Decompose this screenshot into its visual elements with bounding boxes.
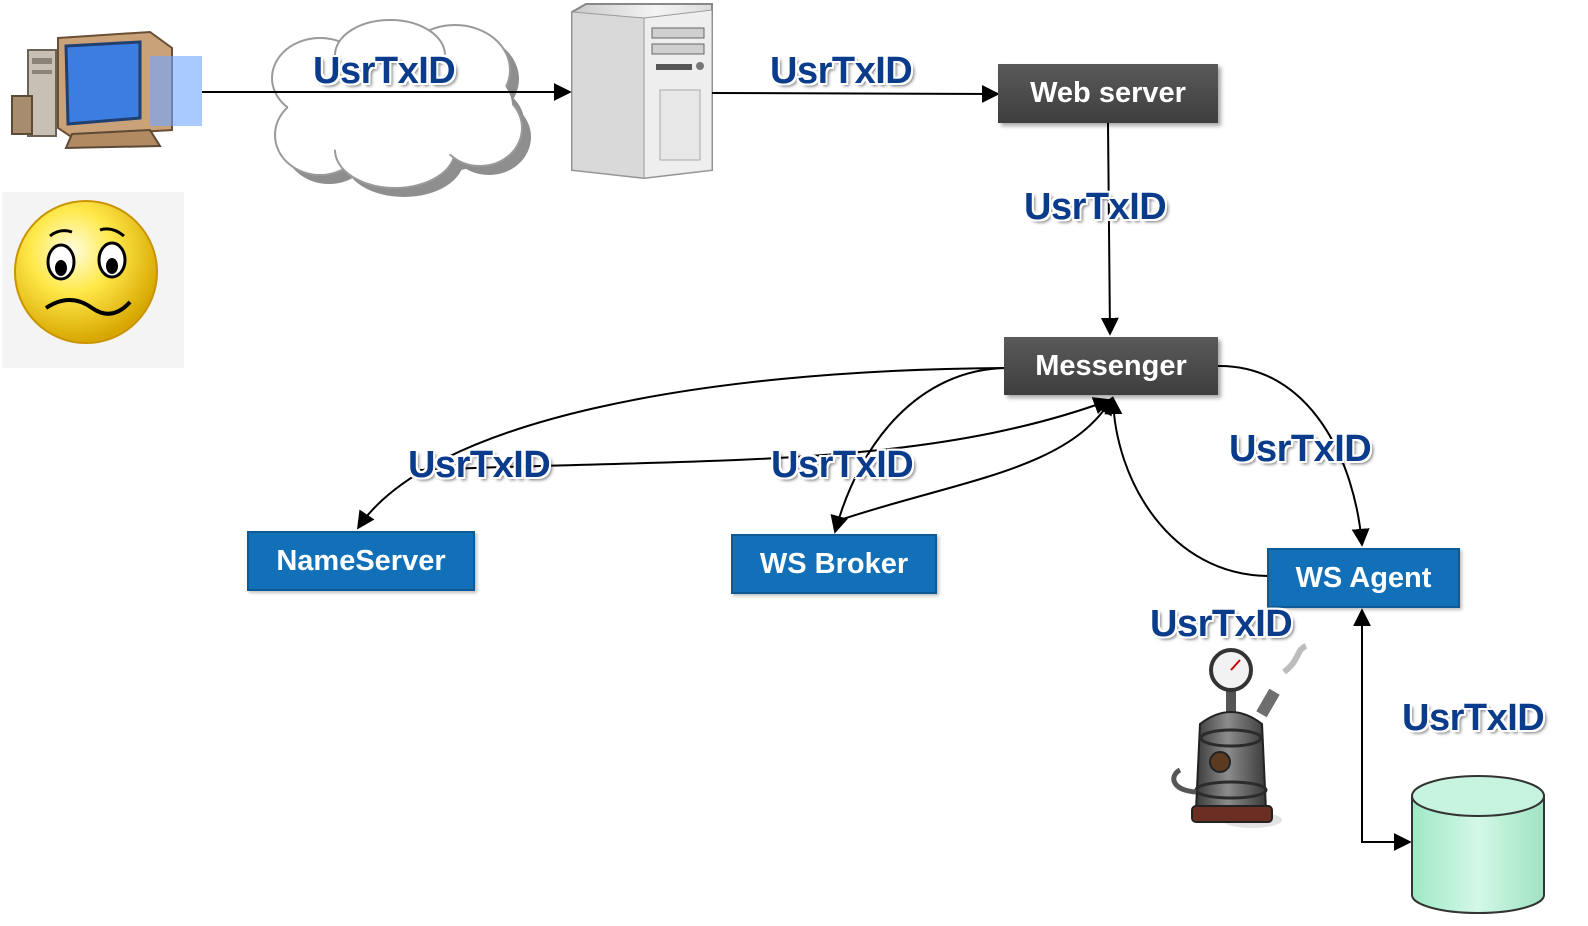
ws-agent-node[interactable]: WS Agent (1267, 548, 1460, 608)
edge-label-messenger-agent: UsrTxID (1229, 428, 1372, 470)
web-server-label: Web server (1030, 77, 1186, 109)
edge-messenger-to-broker (830, 367, 1006, 534)
confused-smiley-icon (2, 192, 184, 368)
edge-label-agent-boiler: UsrTxID (1150, 603, 1293, 645)
edge-label-messenger-broker: UsrTxID (771, 444, 914, 486)
ws-broker-label: WS Broker (759, 547, 909, 580)
edge-label-server-web: UsrTxID (770, 50, 913, 92)
edge-label-web-messenger: UsrTxID (1024, 186, 1167, 228)
edge-agent-to-messenger (1104, 396, 1269, 577)
desktop-computer-icon (11, 30, 202, 150)
edge-label-messenger-nameserver: UsrTxID (408, 444, 551, 486)
steam-boiler-icon (1171, 643, 1308, 828)
edge-label-client-cloud: UsrTxID (313, 50, 456, 92)
nameserver-label: NameServer (276, 544, 446, 577)
cloud-icon (271, 19, 531, 197)
edge-label-agent-database: UsrTxID (1402, 697, 1545, 739)
messenger-node[interactable]: Messenger (1004, 337, 1218, 395)
tower-server-icon (571, 3, 713, 180)
web-server-node[interactable]: Web server (998, 64, 1218, 123)
edge-messenger-to-agent (1217, 364, 1370, 547)
database-cylinder-icon (1411, 775, 1545, 914)
edge-messenger-to-nameserver (356, 367, 1006, 530)
edge-webserver-to-messenger (1100, 122, 1119, 336)
edges (202, 83, 1412, 851)
ws-broker-node[interactable]: WS Broker (731, 534, 937, 594)
edge-agent-to-database (1353, 608, 1412, 851)
messenger-label: Messenger (1035, 349, 1187, 382)
edge-nameserver-to-messenger (419, 397, 1112, 471)
edge-server-to-webserver (711, 84, 1000, 103)
ws-agent-label: WS Agent (1295, 561, 1432, 594)
edge-broker-to-messenger (839, 396, 1113, 521)
nameserver-node[interactable]: NameServer (247, 531, 475, 591)
